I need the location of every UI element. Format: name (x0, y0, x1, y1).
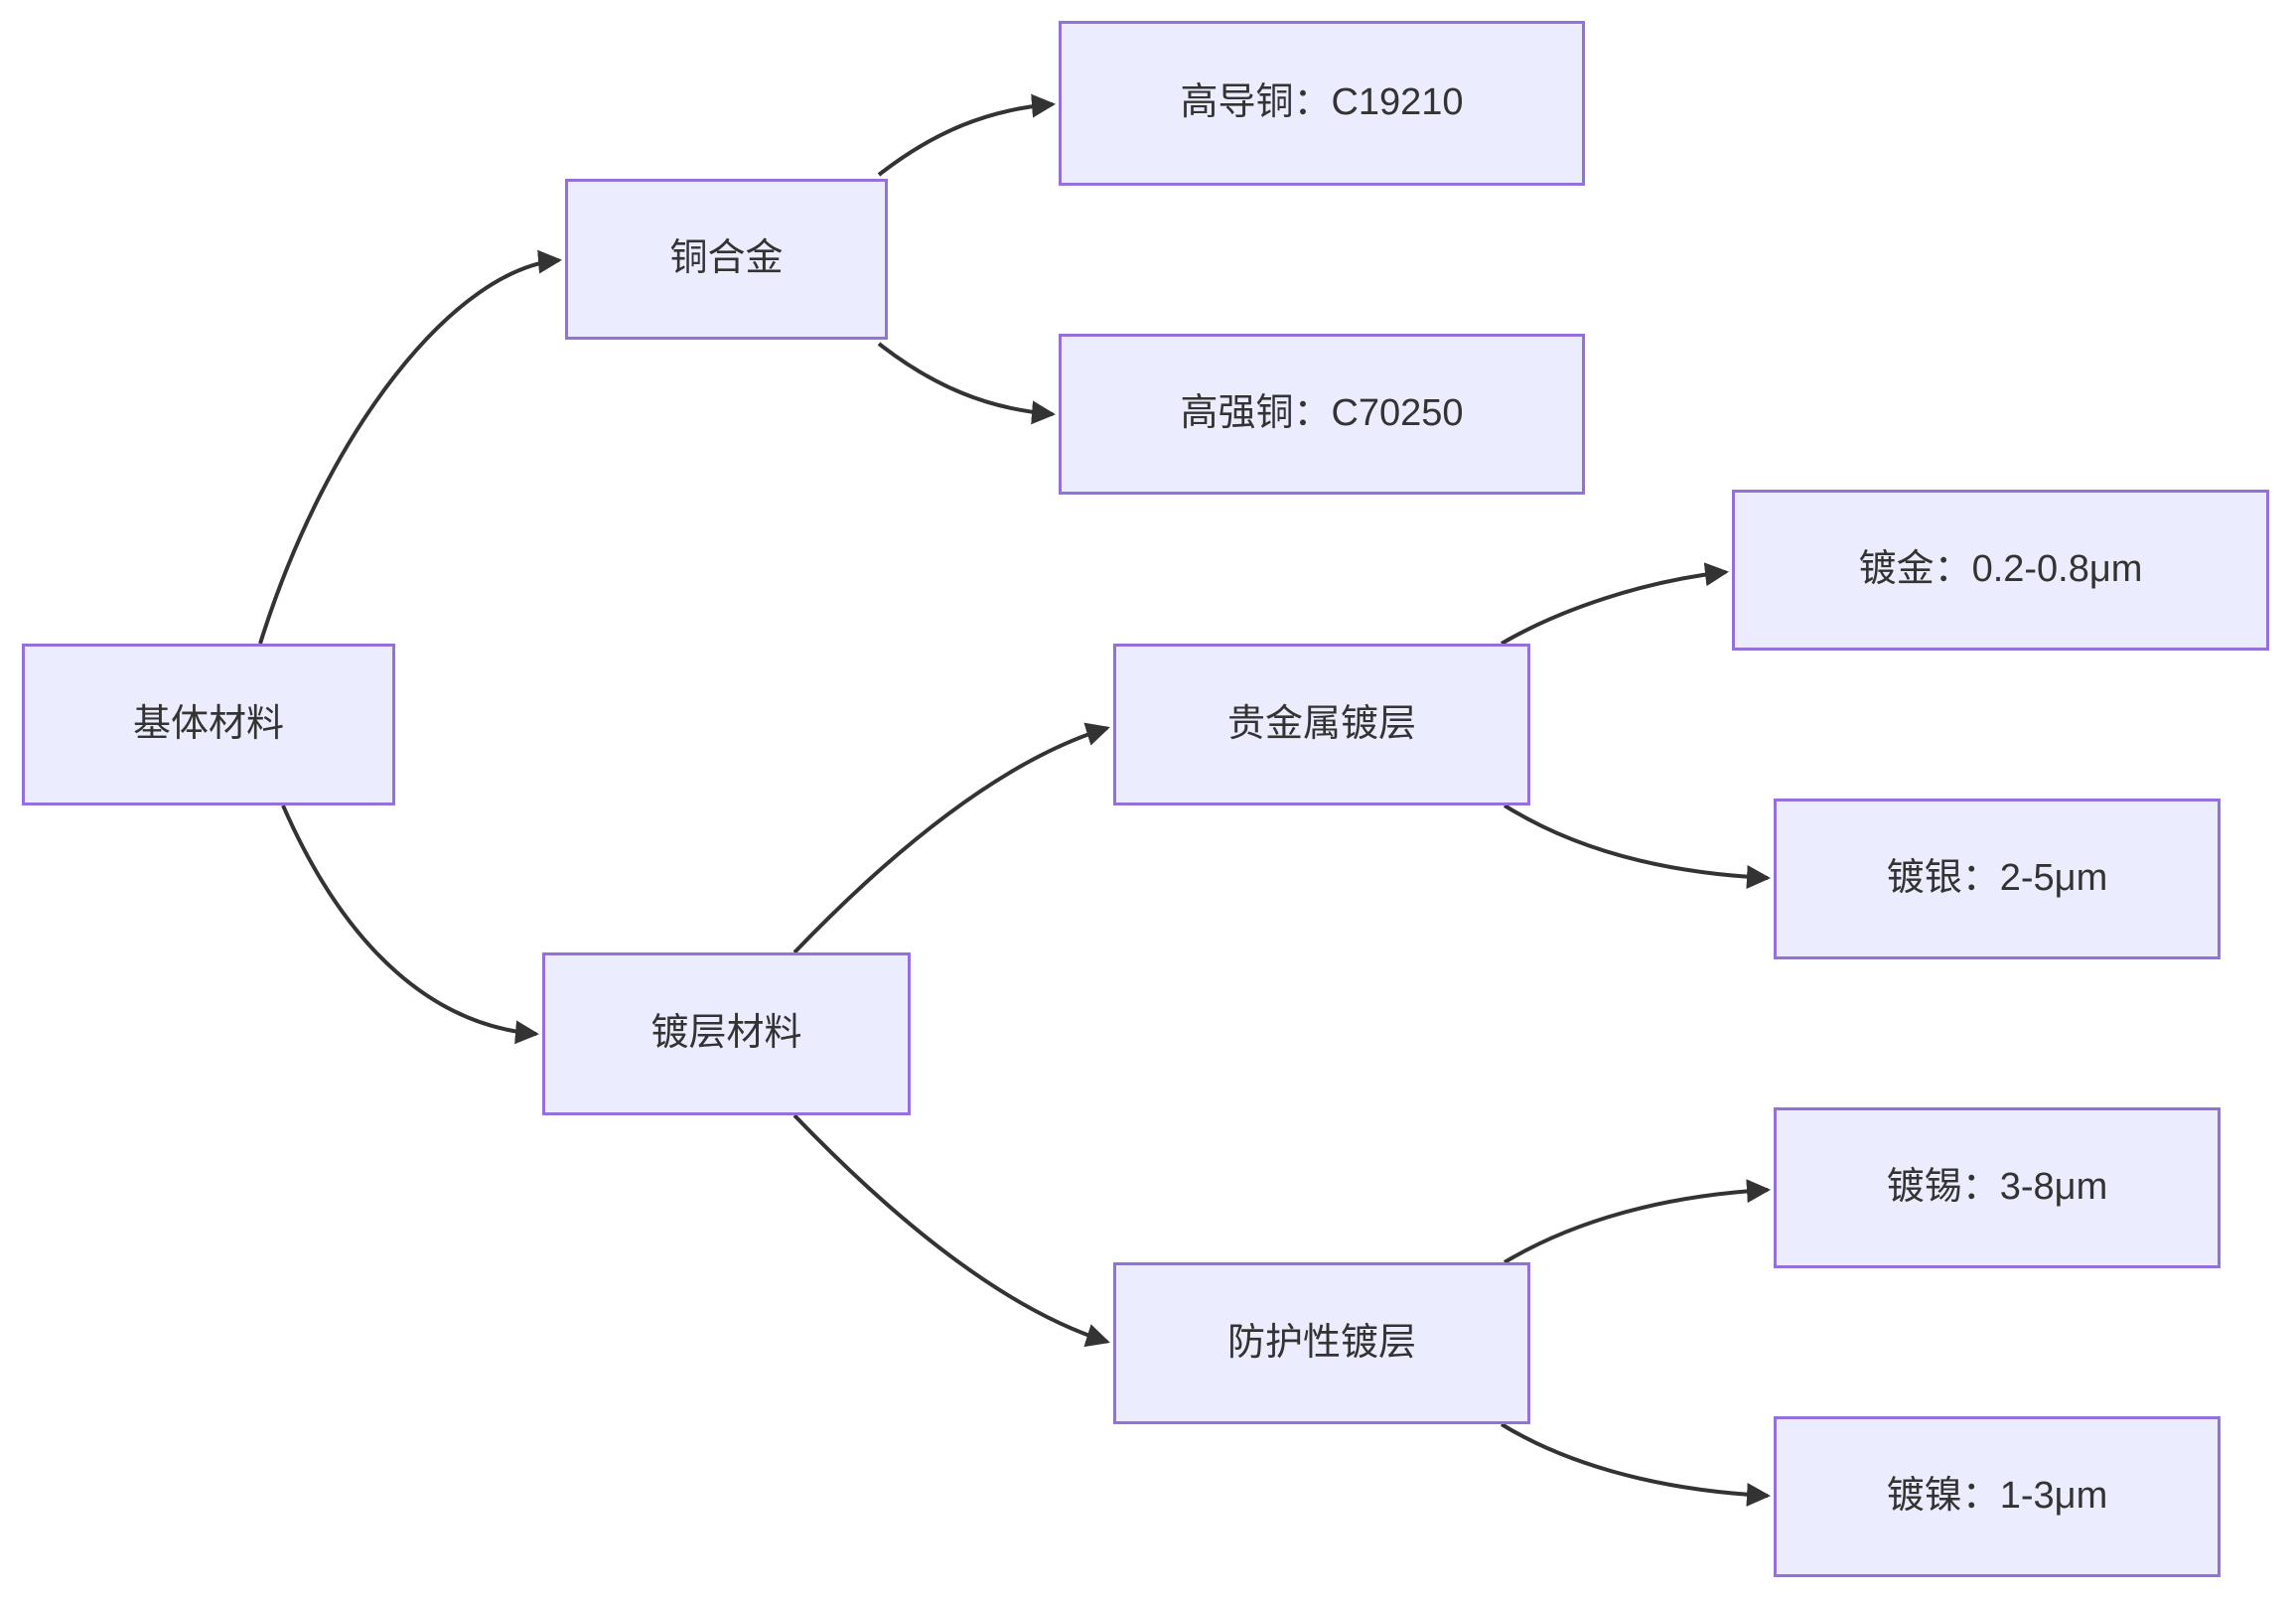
node-plating-material: 镀层材料 (542, 952, 911, 1115)
node-label: 高强铜：C70250 (1180, 392, 1464, 435)
node-label: 镀锡：3-8μm (1886, 1166, 2108, 1209)
node-silver-plating: 镀银：2-5μm (1774, 799, 2221, 959)
node-base-material: 基体材料 (22, 644, 395, 805)
node-label: 防护性镀层 (1226, 1321, 1416, 1364)
node-label: 镀金：0.2-0.8μm (1858, 548, 2143, 591)
node-label: 镀镍：1-3μm (1886, 1475, 2108, 1518)
node-high-strength-copper: 高强铜：C70250 (1059, 334, 1585, 495)
node-precious-metal-plating: 贵金属镀层 (1113, 644, 1530, 805)
edge-precious-to-silver (1503, 803, 1771, 889)
node-gold-plating: 镀金：0.2-0.8μm (1732, 490, 2269, 651)
edge-base-to-plating-material (281, 804, 539, 1045)
edge-plating-to-protective (792, 1113, 1110, 1348)
edge-protective-to-tin (1503, 1179, 1771, 1264)
edge-protective-to-nickel (1500, 1422, 1771, 1507)
node-nickel-plating: 镀镍：1-3μm (1774, 1416, 2221, 1577)
node-copper-alloy: 铜合金 (565, 179, 888, 340)
edge-plating-to-precious-metal (792, 722, 1110, 954)
node-label: 基体材料 (132, 702, 284, 745)
edge-base-to-copper-alloy (258, 249, 562, 645)
node-label: 镀银：2-5μm (1886, 857, 2108, 900)
node-label: 贵金属镀层 (1226, 702, 1416, 745)
node-label: 铜合金 (669, 237, 784, 280)
node-high-conductivity-copper: 高导铜：C19210 (1059, 21, 1585, 186)
node-label: 高导铜：C19210 (1180, 81, 1464, 124)
edge-precious-to-gold (1500, 562, 1729, 646)
node-label: 镀层材料 (650, 1012, 802, 1055)
node-tin-plating: 镀锡：3-8μm (1774, 1107, 2221, 1268)
edge-copper-alloy-to-high-conductivity (877, 93, 1056, 177)
node-protective-plating: 防护性镀层 (1113, 1262, 1530, 1424)
edge-copper-alloy-to-high-strength (877, 342, 1056, 425)
